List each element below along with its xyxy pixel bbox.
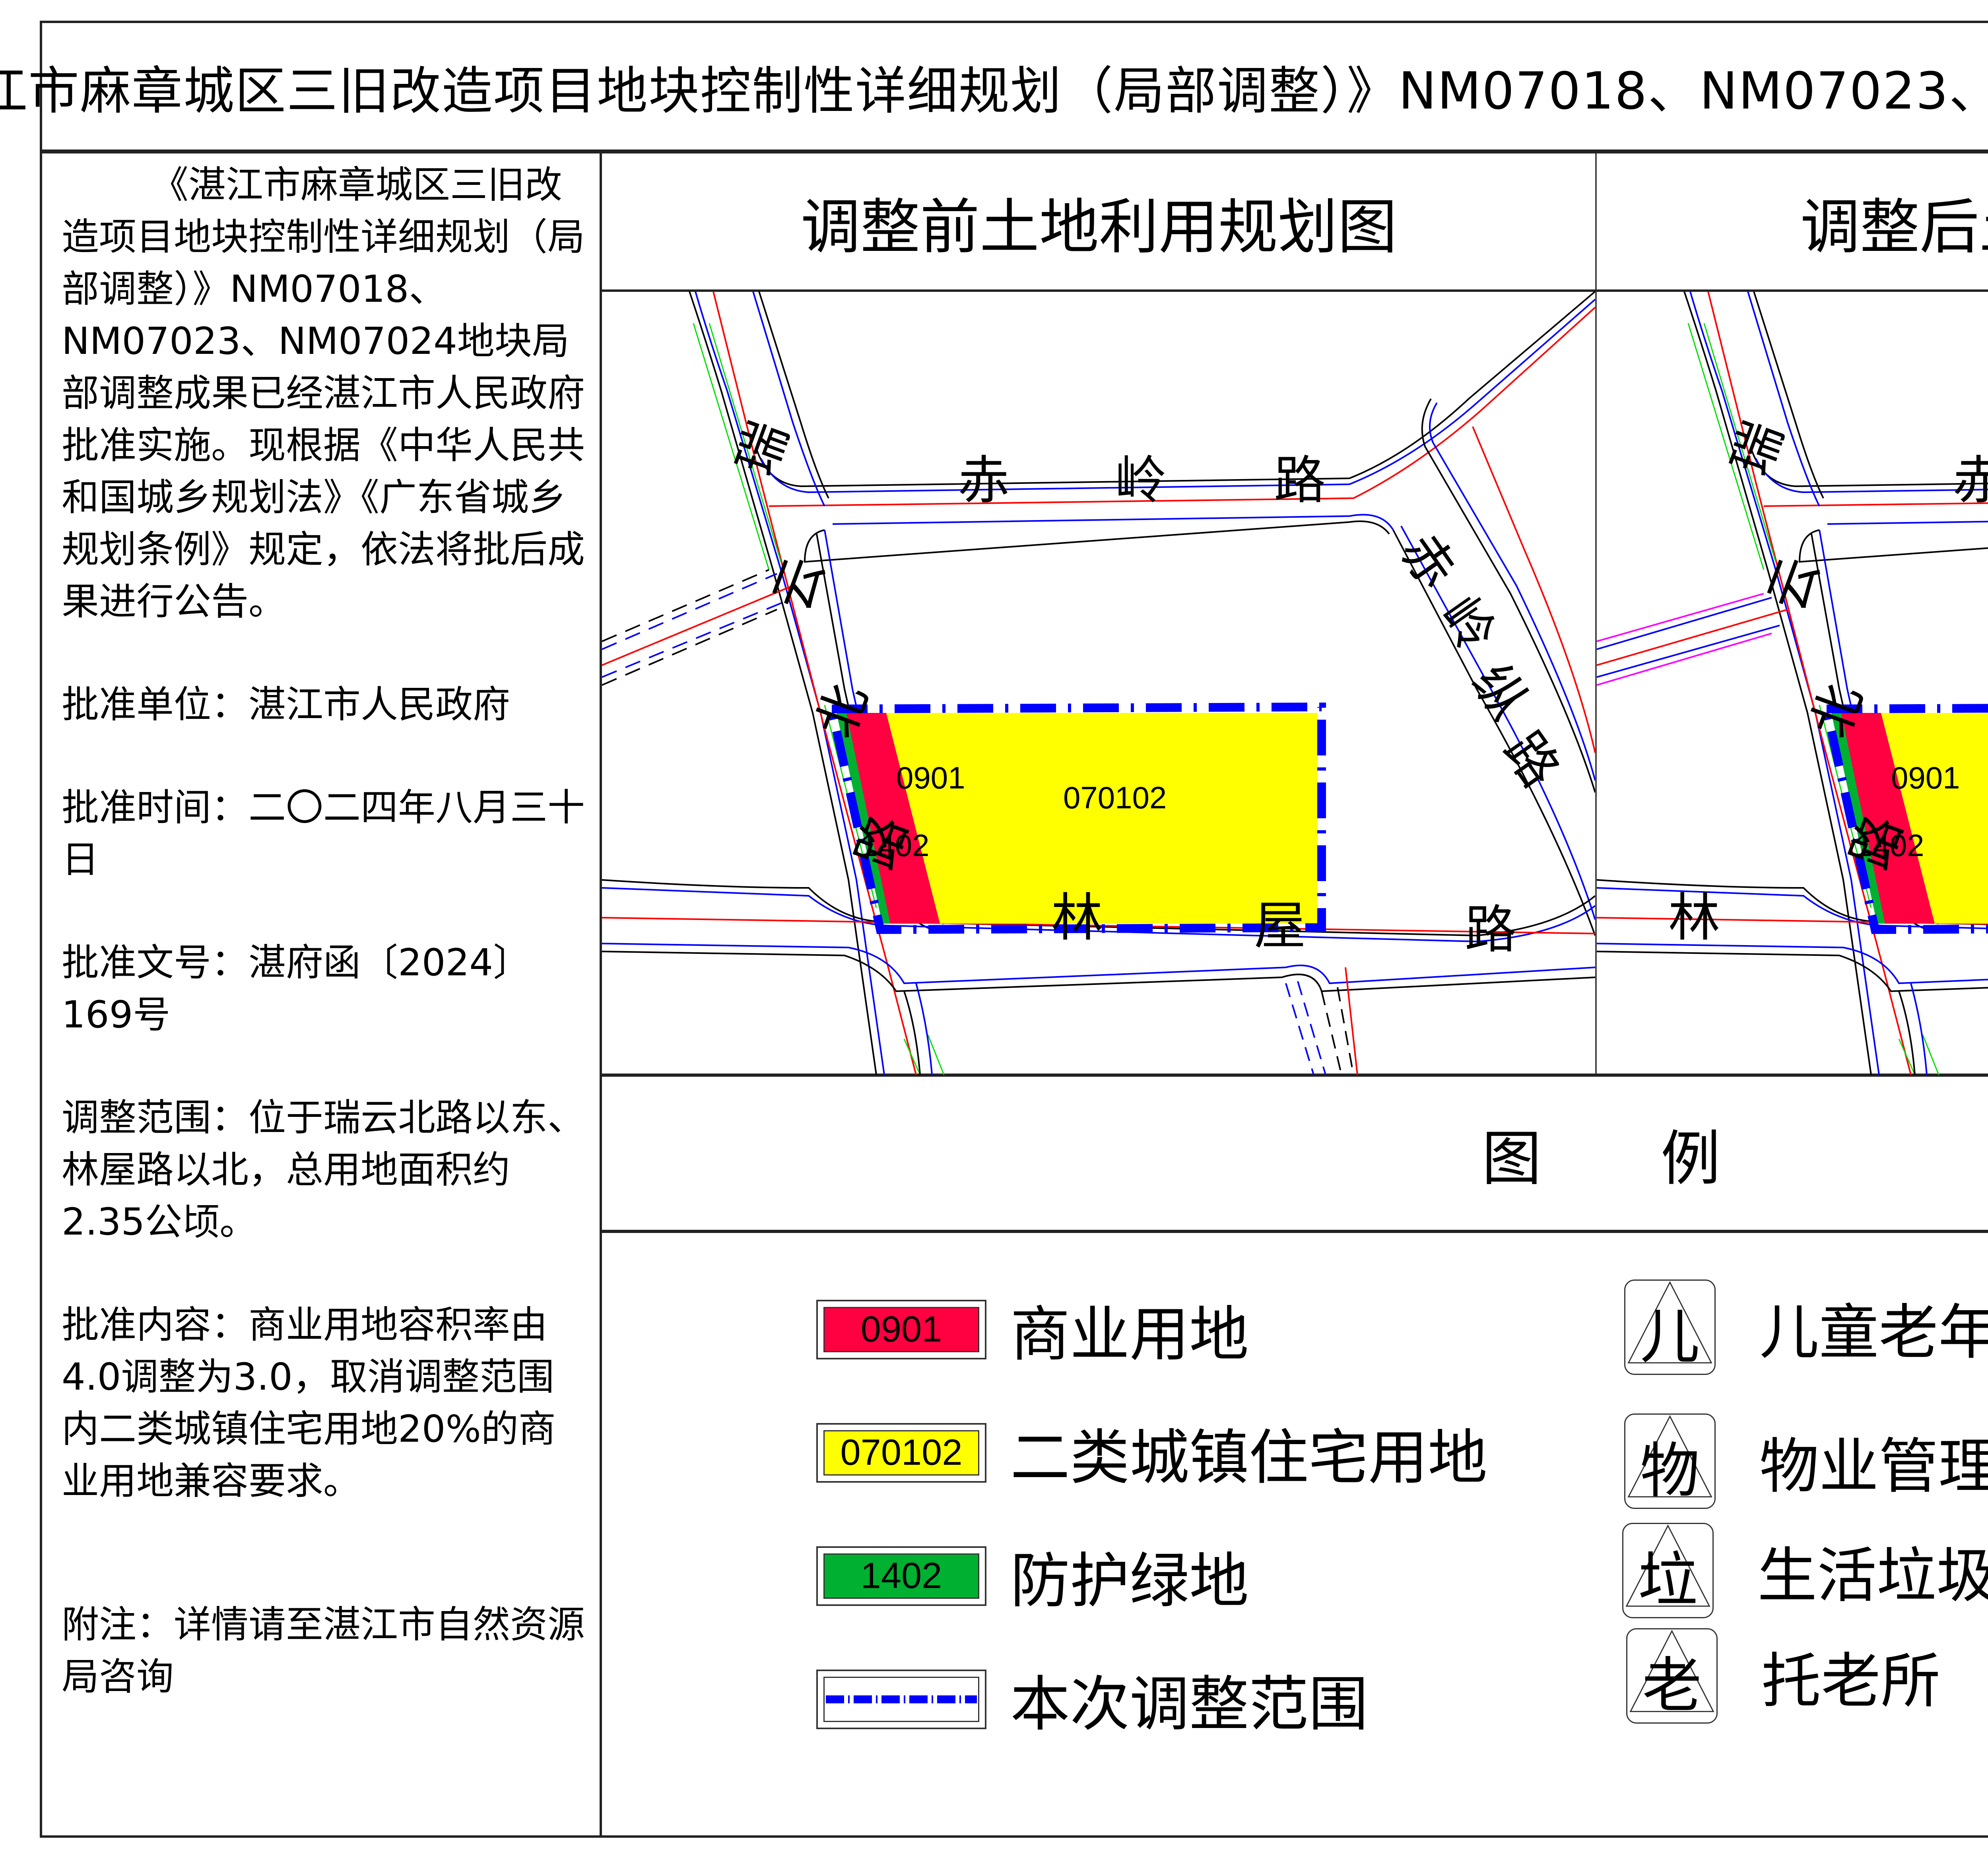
svg-text:1402: 1402 (860, 828, 930, 863)
adjustment-boundary (1821, 704, 1988, 934)
svg-text:屋: 屋 (1254, 895, 1306, 956)
adjustment-boundary (826, 702, 1326, 934)
swatch-boundary (823, 1676, 979, 1722)
svg-text:赤: 赤 (1953, 450, 1988, 511)
legend-item-garbage-collection: 垃 生活垃圾收集点 (1622, 1523, 1988, 1618)
garbage-collection-icon: 垃 (1622, 1523, 1714, 1618)
plot-070102 (886, 713, 1318, 924)
svg-text:云: 云 (761, 549, 835, 618)
announcement-text-panel: 《湛江市麻章城区三旧改造项目地块控制性详细规划（局部调整）》NM07018、NM… (62, 159, 586, 1754)
svg-text:林: 林 (1668, 887, 1720, 948)
map-header-divider (602, 289, 1988, 292)
plot-1402 (837, 713, 890, 924)
approval-time: 批准时间：二〇二四年八月三十日 (62, 786, 585, 881)
map-after-drawing: 0901 070102 1402 赤岭路 赤 岭 纵 路 瑞 云 北 路 林屋路 (1597, 291, 1988, 1075)
swatch-070102: 070102 (823, 1430, 979, 1476)
legend-item-property-management: 物 物业管理 (1624, 1413, 1988, 1509)
svg-text:赤: 赤 (1389, 522, 1468, 600)
plot-070102 (1881, 713, 1988, 924)
svg-text:0901: 0901 (896, 760, 965, 795)
svg-text:林: 林 (1051, 887, 1103, 948)
map-after: 0901 070102 1402 赤岭路 赤 岭 纵 路 瑞 云 北 路 林屋路… (1597, 291, 1988, 1075)
elderly-care-icon: 老 (1626, 1628, 1718, 1724)
svg-text:070102: 070102 (1063, 780, 1167, 815)
svg-text:路: 路 (1492, 721, 1571, 798)
map-divider (1595, 153, 1597, 1076)
legend-item-residential: 070102 二类城镇住宅用地 (816, 1410, 1487, 1496)
svg-text:路: 路 (1465, 899, 1516, 960)
map-before: 0901 070102 1402 赤岭路 赤 岭 纵 路 瑞 云 北 路 林屋路 (602, 291, 1595, 1075)
svg-text:云: 云 (1756, 549, 1830, 618)
intro-paragraph: 《湛江市麻章城区三旧改造项目地块控制性详细规划（局部调整）》NM07018、NM… (62, 163, 585, 623)
svg-text:赤: 赤 (958, 450, 1010, 511)
document-title: 《湛江市麻章城区三旧改造项目地块控制性详细规划（局部调整）》NM07018、NM… (0, 61, 1988, 121)
approval-unit: 批准单位：湛江市人民政府 (62, 683, 511, 726)
approval-content: 批准内容：商业用地容积率由4.0调整为3.0，取消调整范围内二类城镇住宅用地20… (62, 1303, 556, 1503)
swatch-0901: 0901 (823, 1307, 979, 1352)
swatch-1402: 1402 (823, 1553, 979, 1599)
column-divider (600, 151, 602, 1837)
svg-text:岭: 岭 (1115, 450, 1167, 511)
legend-item-adjustment-boundary: 本次调整范围 (816, 1656, 1368, 1742)
plot-0901 (1831, 713, 1935, 924)
legend-heading: 图 例 (1481, 1124, 1721, 1194)
plot-1402 (1831, 713, 1885, 924)
dash-dot-line-icon (826, 1695, 977, 1703)
property-management-icon: 物 (1624, 1413, 1716, 1509)
legend-item-commercial: 0901 商业用地 (816, 1286, 1249, 1373)
svg-text:路: 路 (1274, 450, 1326, 511)
title-divider (40, 149, 1988, 153)
svg-text:1402: 1402 (1855, 828, 1924, 863)
map-after-heading: 调整后土地利用规划图 (1800, 193, 1988, 262)
adjustment-scope: 调整范围：位于瑞云北路以东、林屋路以北，总用地面积约2.35公顷。 (62, 1096, 585, 1244)
document-frame (40, 21, 1988, 1838)
legend-top-divider (602, 1074, 1988, 1077)
plot-0901 (837, 713, 940, 924)
legend-item-children-elderly-activity: 儿 儿童老年人活动场所 (1624, 1279, 1988, 1375)
map-before-drawing: 0901 070102 1402 赤岭路 赤 岭 纵 路 瑞 云 北 路 林屋路 (602, 291, 1595, 1075)
svg-text:纵: 纵 (1460, 654, 1540, 731)
svg-text:0901: 0901 (1891, 760, 1960, 795)
children-activity-icon: 儿 (1624, 1279, 1716, 1375)
map-before-heading: 调整前土地利用规划图 (800, 193, 1397, 262)
legend-heading-divider (602, 1230, 1988, 1233)
legend-item-green: 1402 防护绿地 (816, 1533, 1249, 1619)
approval-document-number: 批准文号：湛府函〔2024〕169号 (62, 941, 531, 1037)
legend-item-elderly-care: 老 托老所 (1626, 1628, 1940, 1724)
note: 附注：详情请至湛江市自然资源局咨询 (62, 1603, 585, 1699)
